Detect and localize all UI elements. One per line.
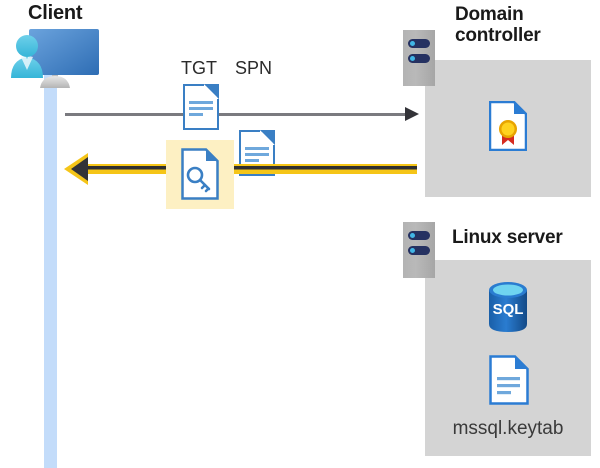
spn-label: SPN	[235, 58, 273, 78]
server-led-icon	[408, 54, 430, 63]
server-led-icon	[408, 246, 430, 255]
tgt-label: TGT	[181, 58, 217, 78]
svg-text:SQL: SQL	[493, 301, 524, 318]
certificate-document-icon	[488, 100, 528, 152]
document-lines	[189, 101, 213, 119]
key-glyph	[186, 166, 211, 193]
client-workstation-icon	[8, 26, 104, 98]
linux-server-title: Linux server	[452, 227, 563, 248]
linux-server-icon	[403, 222, 435, 278]
client-lifeline	[44, 62, 57, 468]
domain-controller-title: Domain controller	[455, 4, 541, 47]
request-arrow-line	[65, 113, 413, 116]
request-arrow-head-icon	[405, 107, 419, 121]
server-led-icon	[408, 39, 430, 48]
sql-database-icon: SQL	[484, 281, 532, 333]
server-led-icon	[408, 231, 430, 240]
key-document-icon	[181, 148, 219, 200]
keytab-document-icon	[489, 355, 529, 405]
tgt-document-icon	[183, 84, 219, 130]
keytab-filename-label: mssql.keytab	[452, 418, 564, 439]
response-arrow-line	[85, 164, 417, 174]
document-lines	[245, 147, 269, 165]
domain-controller-server-icon	[403, 30, 435, 86]
client-title: Client	[28, 2, 83, 24]
response-arrow-head-icon	[71, 157, 88, 181]
